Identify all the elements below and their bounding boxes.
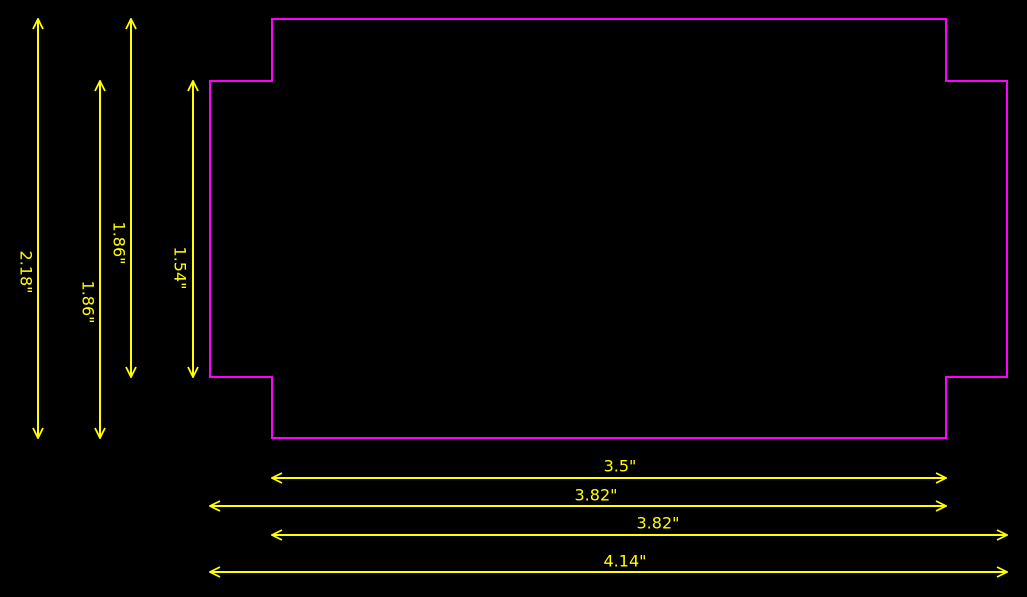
dimension-label: 1.54"	[171, 247, 190, 290]
dimension-label: 2.18"	[17, 251, 36, 294]
cross-outline	[209, 18, 1008, 439]
dimension-label: 4.14"	[604, 552, 647, 571]
dimension-label: 3.82"	[575, 486, 618, 505]
dimension-label: 3.5"	[604, 457, 637, 476]
dimension-label: 3.82"	[637, 514, 680, 533]
dimension-horizontal-4-14: 4.14"	[210, 552, 1007, 573]
dimension-label: 1.86"	[79, 281, 98, 324]
dimension-horizontal-3-5: 3.5"	[272, 457, 946, 479]
dimension-vertical-2-18: 2.18"	[17, 19, 39, 438]
dimension-vertical-1-54: 1.54"	[171, 81, 194, 377]
dimension-vertical-1-86-a: 1.86"	[79, 81, 101, 438]
dimension-horizontal-3-82-b: 3.82"	[272, 514, 1007, 536]
dimension-label: 1.86"	[110, 222, 129, 265]
dimension-vertical-1-86-b: 1.86"	[110, 19, 132, 377]
dimension-horizontal-3-82-a: 3.82"	[210, 486, 946, 507]
